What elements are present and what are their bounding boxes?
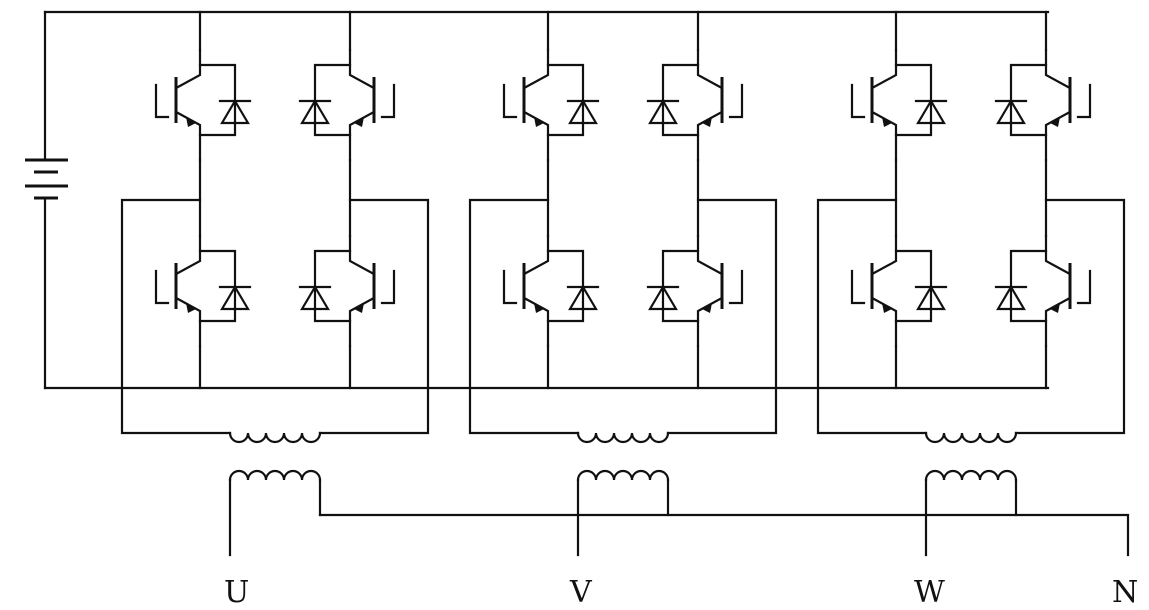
phase-label-w: W: [914, 575, 945, 610]
igbt-icon: [850, 234, 948, 348]
igbt-icon: [298, 234, 396, 348]
igbt-icon: [646, 48, 744, 162]
neutral-label-n: N: [1112, 575, 1138, 610]
igbt-icon: [298, 48, 396, 162]
igbt-icon: [502, 48, 600, 162]
igbt-icon: [154, 234, 252, 348]
igbt-icon: [154, 48, 252, 162]
h-bridge-phase-v: [468, 10, 778, 557]
igbt-icon: [646, 234, 744, 348]
phase-label-v: V: [569, 575, 593, 610]
battery-icon: [25, 10, 68, 390]
transformer-icon: [228, 431, 322, 482]
neutral-line: [318, 513, 1130, 557]
igbt-icon: [850, 48, 948, 162]
transformer-icon: [576, 431, 670, 482]
igbt-icon: [994, 234, 1092, 348]
h-bridge-phase-w: [816, 10, 1126, 557]
igbt-icon: [502, 234, 600, 348]
phase-label-u: U: [224, 575, 249, 610]
transformer-icon: [924, 431, 1018, 482]
h-bridge-phase-u: [120, 10, 430, 557]
igbt-icon: [994, 48, 1092, 162]
